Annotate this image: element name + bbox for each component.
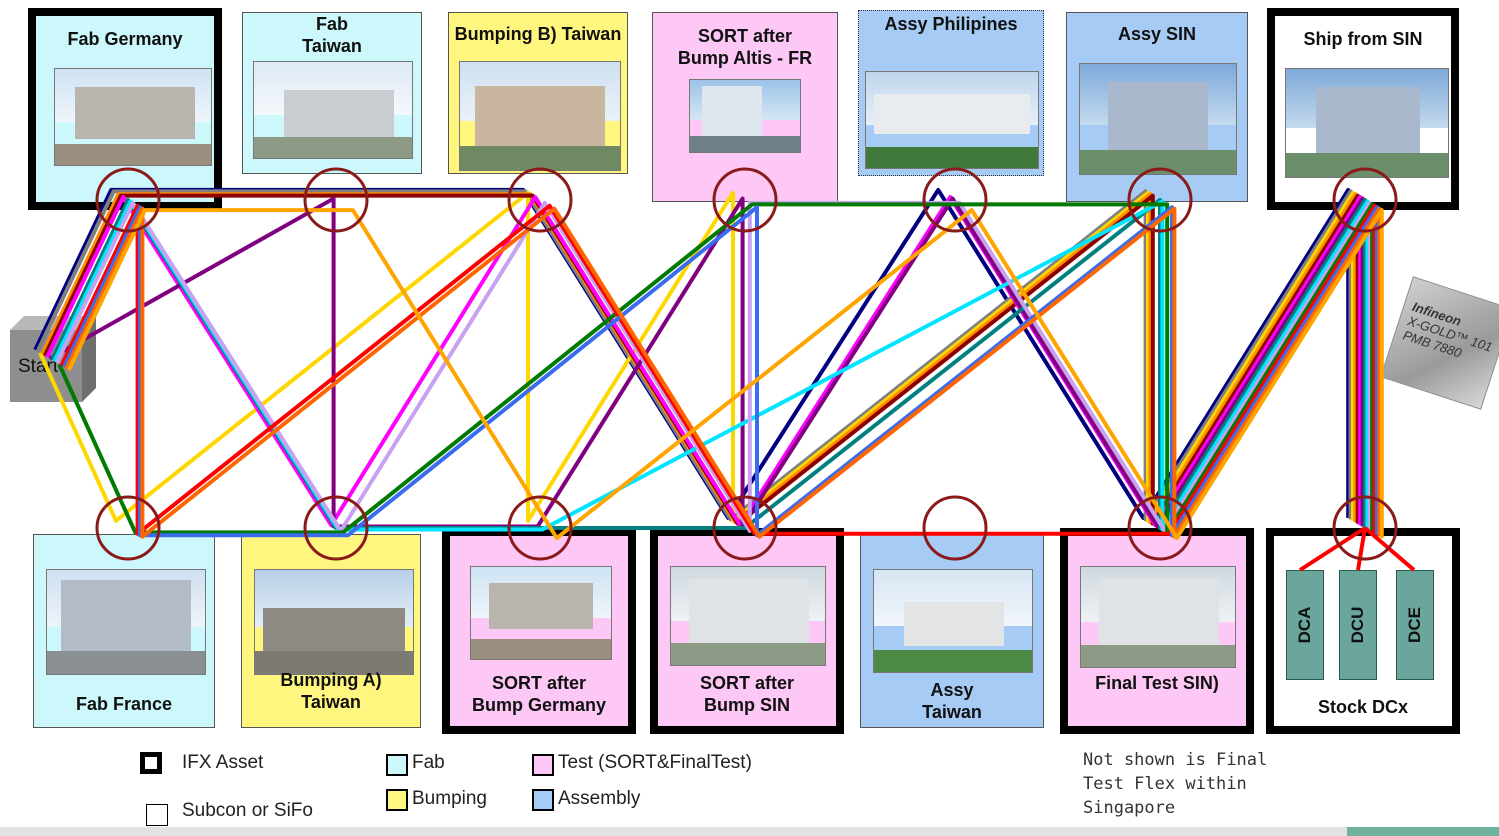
site-assy-taiwan: Assy Taiwan — [860, 534, 1044, 728]
site-assy-sin: Assy SIN — [1066, 12, 1248, 202]
start-label: Start — [18, 356, 59, 377]
route-line — [52, 199, 1370, 532]
legend-subcon-swatch — [146, 804, 168, 826]
site-photo — [46, 569, 206, 675]
site-sort-bump-germany: SORT after Bump Germany — [442, 528, 636, 734]
legend-test-swatch — [532, 754, 554, 776]
site-photo — [54, 68, 212, 166]
site-label: Stock DCx — [1317, 697, 1409, 717]
route-line — [59, 203, 1377, 536]
route-line — [42, 193, 1360, 526]
site-fab-france: Fab France — [33, 534, 215, 728]
route-line — [54, 200, 1372, 533]
site-sort-bump-sin: SORT after Bump SIN — [650, 528, 844, 734]
route-line — [66, 208, 1384, 541]
node-circle — [507, 167, 573, 233]
site-photo — [865, 71, 1039, 169]
dc-u: DCU — [1339, 570, 1377, 680]
site-photo — [253, 61, 413, 159]
dc-label: DCE — [1405, 607, 1424, 643]
site-label: SORT after Bump Germany — [471, 673, 607, 715]
route-line — [38, 190, 1355, 523]
footer-accent — [1347, 827, 1499, 836]
site-label: Assy Philipines — [884, 14, 1018, 34]
site-label: Bumping A) Taiwan — [280, 670, 382, 712]
legend-fab-swatch — [386, 754, 408, 776]
dc-a: DCA — [1286, 570, 1324, 680]
route-line — [50, 198, 1367, 530]
route-line — [33, 187, 1351, 520]
dc-label: DCU — [1348, 606, 1367, 644]
site-final-test-sin: Final Test SIN) — [1060, 528, 1254, 734]
infineon-chip-image: Infineon X-GOLD™ 101 PMB 7880 — [1380, 276, 1499, 410]
site-assy-philipines: Assy Philipines — [858, 10, 1044, 176]
dc-e: DCE — [1396, 570, 1434, 680]
site-photo — [470, 566, 612, 660]
route-line — [45, 195, 1363, 528]
legend-subcon-label: Subcon or SiFo — [182, 800, 313, 821]
site-photo — [1080, 566, 1236, 668]
site-label: Bumping B) Taiwan — [454, 24, 622, 44]
site-photo — [459, 61, 621, 171]
chip-text: Infineon X-GOLD™ 101 PMB 7880 — [1401, 299, 1499, 369]
site-fab-taiwan: Fab Taiwan — [242, 12, 422, 174]
footer-bar — [0, 827, 1499, 836]
route-line — [57, 202, 1375, 535]
site-label: Fab Taiwan — [302, 14, 362, 56]
site-photo — [254, 569, 414, 675]
node-circle — [303, 167, 369, 233]
site-photo — [670, 566, 826, 666]
site-label: Ship from SIN — [1303, 29, 1423, 49]
legend-ifx-asset-swatch — [140, 752, 162, 774]
site-label: Fab Germany — [67, 29, 183, 49]
site-label: SORT after Bump Altis - FR — [677, 26, 813, 68]
route-line — [62, 205, 1379, 538]
route-line — [64, 206, 1382, 539]
legend-ifx-asset-label: IFX Asset — [182, 752, 264, 773]
site-photo — [689, 79, 801, 153]
site-label: Assy Taiwan — [922, 680, 982, 722]
node-circle — [922, 167, 988, 233]
site-ship-from-sin: Ship from SIN — [1267, 8, 1459, 210]
site-label: Assy SIN — [1117, 24, 1197, 44]
footnote: Not shown is Final Test Flex within Sing… — [1083, 750, 1268, 818]
legend-assembly-swatch — [532, 789, 554, 811]
legend-assembly-label: Assembly — [558, 788, 641, 809]
route-line — [40, 192, 1358, 525]
legend-fab-label: Fab — [412, 752, 445, 773]
site-label: Final Test SIN) — [1095, 673, 1219, 693]
site-label: Fab France — [75, 694, 173, 714]
site-photo — [873, 569, 1033, 673]
site-sort-altis-fr: SORT after Bump Altis - FR — [652, 12, 838, 202]
site-label: SORT after Bump SIN — [699, 673, 795, 715]
site-photo — [1285, 68, 1449, 178]
site-bumping-b-taiwan: Bumping B) Taiwan — [448, 12, 628, 174]
site-bumping-a-taiwan: Bumping A) Taiwan — [241, 534, 421, 728]
legend-test-label: Test (SORT&FinalTest) — [558, 752, 752, 773]
route-line — [48, 196, 1365, 529]
site-fab-germany: Fab Germany — [28, 8, 222, 210]
legend-bumping-swatch — [386, 789, 408, 811]
legend-bumping-label: Bumping — [412, 788, 487, 809]
route-line — [35, 189, 1353, 522]
site-photo — [1079, 63, 1237, 175]
dc-label: DCA — [1295, 606, 1314, 644]
